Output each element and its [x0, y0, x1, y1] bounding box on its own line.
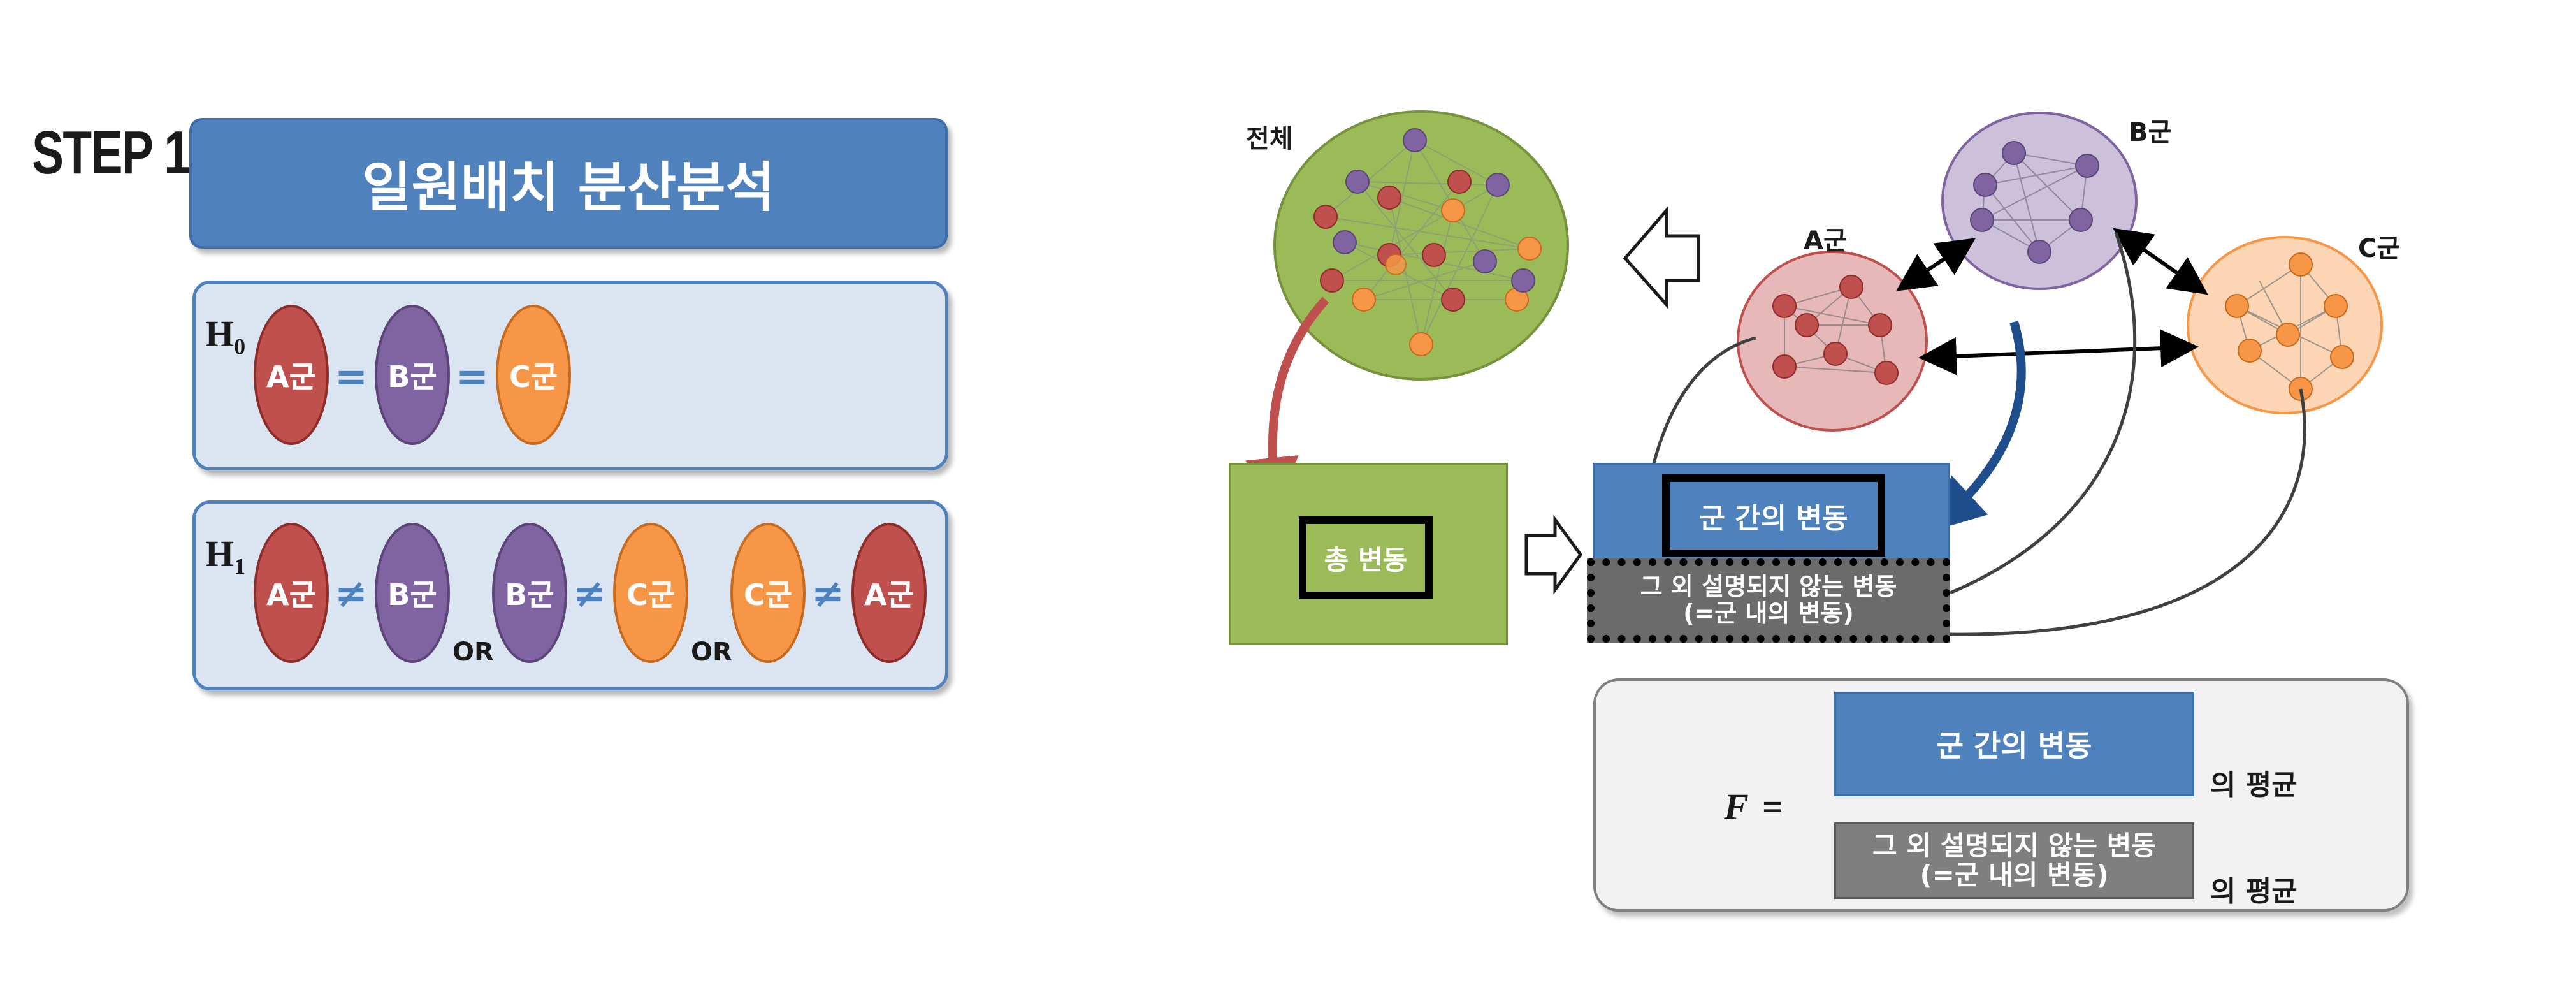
group-b-label: B군	[2129, 118, 2172, 147]
arrow-a-c	[1918, 329, 2199, 376]
arrow-a-b	[1896, 238, 1976, 291]
group-c-circle	[2187, 236, 2383, 414]
f-equals: =	[1762, 786, 1784, 828]
h1-not-equal-1: ≠	[335, 569, 368, 616]
h1-label: H1	[205, 533, 246, 580]
h1-not-equal-2: ≠	[573, 569, 606, 616]
h1-pair1-left: A군	[254, 523, 329, 663]
or-label-2: OR	[691, 638, 732, 667]
or-label-1: OR	[452, 638, 494, 667]
total-variation-label: 총 변동	[1299, 516, 1433, 599]
between-variation-label: 군 간의 변동	[1662, 474, 1885, 557]
h0-group-c: C군	[496, 305, 571, 445]
h1-pair3-right: A군	[851, 523, 927, 663]
h0-group-b: B군	[375, 305, 450, 445]
group-c-label: C군	[2358, 234, 2401, 263]
h0-group-a: A군	[254, 305, 329, 445]
total-population-circle	[1273, 110, 1569, 381]
h1-pair1-right: B군	[375, 523, 450, 663]
h1-pair3-left: C군	[730, 523, 806, 663]
blue-curve-arrow	[1930, 321, 2026, 532]
h0-equals-2: =	[456, 353, 489, 400]
f-symbol: F	[1724, 786, 1749, 828]
red-curve-arrow	[1245, 296, 1329, 511]
gray-curve-c	[1950, 388, 2306, 636]
h1-pair2-left: B군	[492, 523, 567, 663]
within-variation-line2: (=군 내의 변동)	[1683, 599, 1854, 627]
anova-title: 일원배치 분산분석	[362, 156, 775, 219]
h1-pair2-right: C군	[613, 523, 688, 663]
numerator-mean-label: 의 평균	[2210, 769, 2297, 801]
total-label: 전체	[1246, 124, 1293, 154]
step-label: STEP 1	[32, 119, 191, 187]
group-b-circle	[1941, 112, 2138, 290]
gray-curve-b	[1950, 232, 2137, 595]
hollow-arrow-to-total	[1623, 206, 1700, 309]
denominator-line1: 그 외 설명되지 않는 변동	[1872, 829, 2156, 861]
hollow-arrow-right	[1524, 514, 1583, 595]
h0-label: H0	[205, 313, 246, 360]
denominator-line2: (=군 내의 변동)	[1920, 859, 2109, 891]
group-a-circle	[1737, 251, 1928, 432]
arrow-b-c	[2113, 228, 2208, 295]
group-a-label: A군	[1804, 226, 1847, 256]
h0-equals-1: =	[335, 353, 368, 400]
h1-not-equal-3: ≠	[811, 569, 844, 616]
formula-denominator: 그 외 설명되지 않는 변동 (=군 내의 변동)	[1834, 822, 2194, 899]
within-variation-box: 그 외 설명되지 않는 변동 (=군 내의 변동)	[1587, 558, 1950, 643]
formula-numerator: 군 간의 변동	[1834, 692, 2194, 796]
denominator-mean-label: 의 평균	[2210, 875, 2297, 908]
within-variation-line1: 그 외 설명되지 않는 변동	[1640, 572, 1897, 601]
anova-title-bar: 일원배치 분산분석	[189, 118, 948, 249]
